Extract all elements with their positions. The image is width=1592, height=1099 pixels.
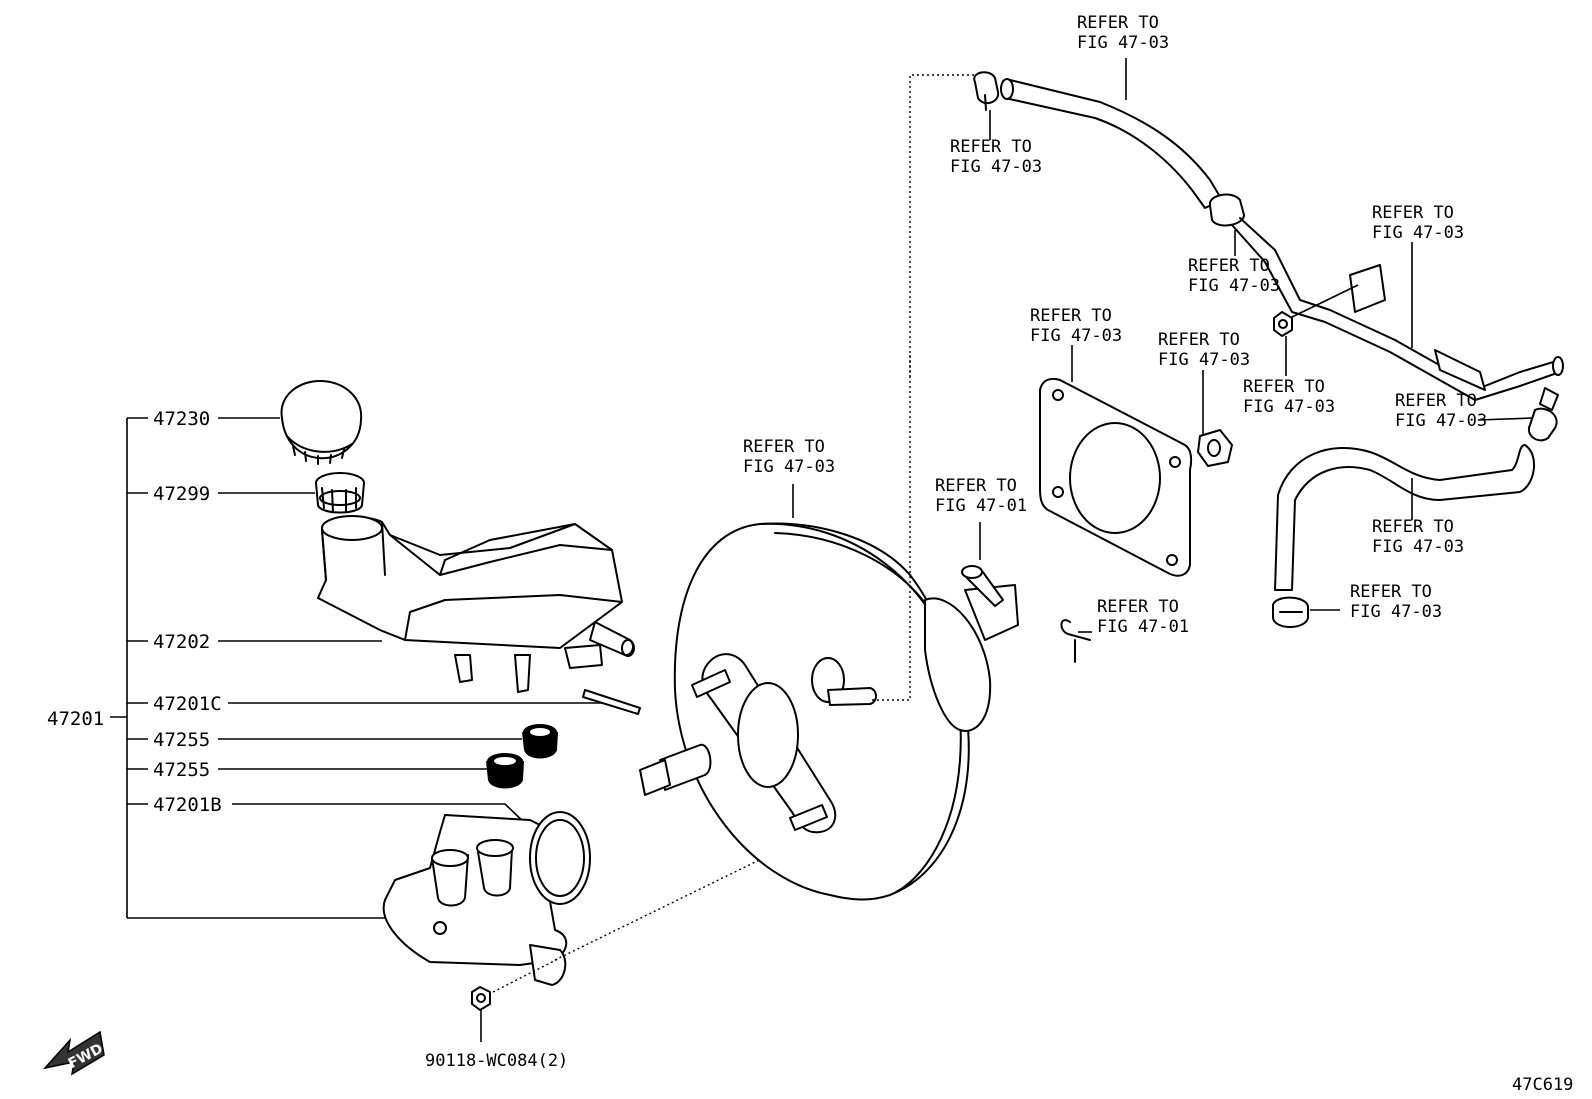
svg-text:REFER TO: REFER TO — [743, 437, 825, 457]
svg-text:FIG 47-03: FIG 47-03 — [950, 157, 1042, 177]
svg-text:REFER TO: REFER TO — [1372, 203, 1454, 223]
svg-text:REFER TO: REFER TO — [1395, 391, 1477, 411]
svg-text:REFER TO: REFER TO — [1097, 597, 1179, 617]
ref-label-grommet: REFER TO FIG 47-03 — [1158, 330, 1250, 370]
part-47255-lower: 47255 — [153, 759, 210, 781]
svg-text:REFER TO: REFER TO — [935, 476, 1017, 496]
ref-label-gasket: REFER TO FIG 47-03 — [1030, 306, 1122, 346]
assembly-bracket — [110, 417, 625, 1042]
svg-text:FIG 47-01: FIG 47-01 — [935, 496, 1027, 516]
fwd-arrow-icon: FWD — [42, 1030, 106, 1076]
part-47202: 47202 — [153, 631, 210, 653]
part-90118: 90118-WC084(2) — [425, 1051, 568, 1071]
svg-text:REFER TO: REFER TO — [1158, 330, 1240, 350]
ref-label-hose-lower: REFER TO FIG 47-03 — [1372, 517, 1464, 557]
svg-text:FIG 47-03: FIG 47-03 — [1350, 602, 1442, 622]
svg-text:REFER TO: REFER TO — [1030, 306, 1112, 326]
svg-text:REFER TO: REFER TO — [950, 137, 1032, 157]
ref-label-clevis: REFER TO FIG 47-01 — [935, 476, 1027, 516]
ref-label-top: REFER TO FIG 47-03 — [1077, 13, 1169, 53]
clip — [1060, 619, 1091, 663]
svg-text:FIG 47-03: FIG 47-03 — [1077, 33, 1169, 53]
ref-label-booster: REFER TO FIG 47-03 — [743, 437, 835, 477]
svg-text:REFER TO: REFER TO — [1188, 256, 1270, 276]
hose-clamp-bottom — [1272, 596, 1309, 628]
svg-text:REFER TO: REFER TO — [1077, 13, 1159, 33]
svg-text:REFER TO: REFER TO — [1372, 517, 1454, 537]
part-47201c: 47201C — [153, 693, 222, 715]
svg-text:FIG 47-03: FIG 47-03 — [1372, 223, 1464, 243]
part-47255-upper: 47255 — [153, 729, 210, 751]
brake-booster — [639, 522, 1019, 901]
grommet-right — [1197, 429, 1233, 467]
grommet-lower — [486, 753, 524, 789]
clevis-pin — [961, 565, 1004, 607]
pin — [582, 689, 641, 715]
grommet-upper — [522, 724, 558, 759]
svg-text:FIG 47-03: FIG 47-03 — [1243, 397, 1335, 417]
svg-text:FIG 47-03: FIG 47-03 — [1188, 276, 1280, 296]
booster-gasket — [1039, 377, 1193, 577]
reservoir-cap — [280, 379, 363, 465]
svg-text:FIG 47-01: FIG 47-01 — [1097, 617, 1189, 637]
ref-label-clamp-mid: REFER TO FIG 47-03 — [1188, 256, 1280, 296]
part-47201: 47201 — [47, 708, 104, 730]
svg-text:REFER TO: REFER TO — [1243, 377, 1325, 397]
svg-text:FIG 47-03: FIG 47-03 — [1030, 326, 1122, 346]
ref-label-clamp-top: REFER TO FIG 47-03 — [950, 137, 1042, 177]
ref-label-pipe-nut: REFER TO FIG 47-03 — [1243, 377, 1335, 417]
master-cylinder — [382, 811, 591, 986]
part-47299: 47299 — [153, 483, 210, 505]
hose-clamp-top — [973, 71, 1000, 111]
svg-text:FIG 47-03: FIG 47-03 — [1372, 537, 1464, 557]
reference-leaders — [792, 58, 1534, 633]
vacuum-hose-lower — [1274, 444, 1536, 591]
nut — [471, 986, 491, 1011]
ref-label-clip: REFER TO FIG 47-01 — [1097, 597, 1189, 637]
vacuum-pipe — [1231, 217, 1564, 411]
pipe-nut — [1273, 311, 1293, 337]
part-47230: 47230 — [153, 408, 210, 430]
brake-reservoir — [317, 515, 635, 693]
hose-clamp-right — [1527, 407, 1558, 442]
ref-label-pipe: REFER TO FIG 47-03 — [1372, 203, 1464, 243]
reservoir-strainer — [315, 472, 365, 514]
figure-code: 47C619 — [1512, 1075, 1573, 1095]
ref-label-clamp-right: REFER TO FIG 47-03 — [1395, 391, 1487, 431]
svg-text:FIG 47-03: FIG 47-03 — [1395, 411, 1487, 431]
hose-clamp-mid — [1209, 193, 1245, 227]
part-47201b: 47201B — [153, 794, 222, 816]
svg-text:REFER TO: REFER TO — [1350, 582, 1432, 602]
svg-text:FIG 47-03: FIG 47-03 — [1158, 350, 1250, 370]
ref-label-clamp-bottom: REFER TO FIG 47-03 — [1350, 582, 1442, 622]
svg-text:FIG 47-03: FIG 47-03 — [743, 457, 835, 477]
vacuum-hose-upper — [1000, 78, 1223, 209]
